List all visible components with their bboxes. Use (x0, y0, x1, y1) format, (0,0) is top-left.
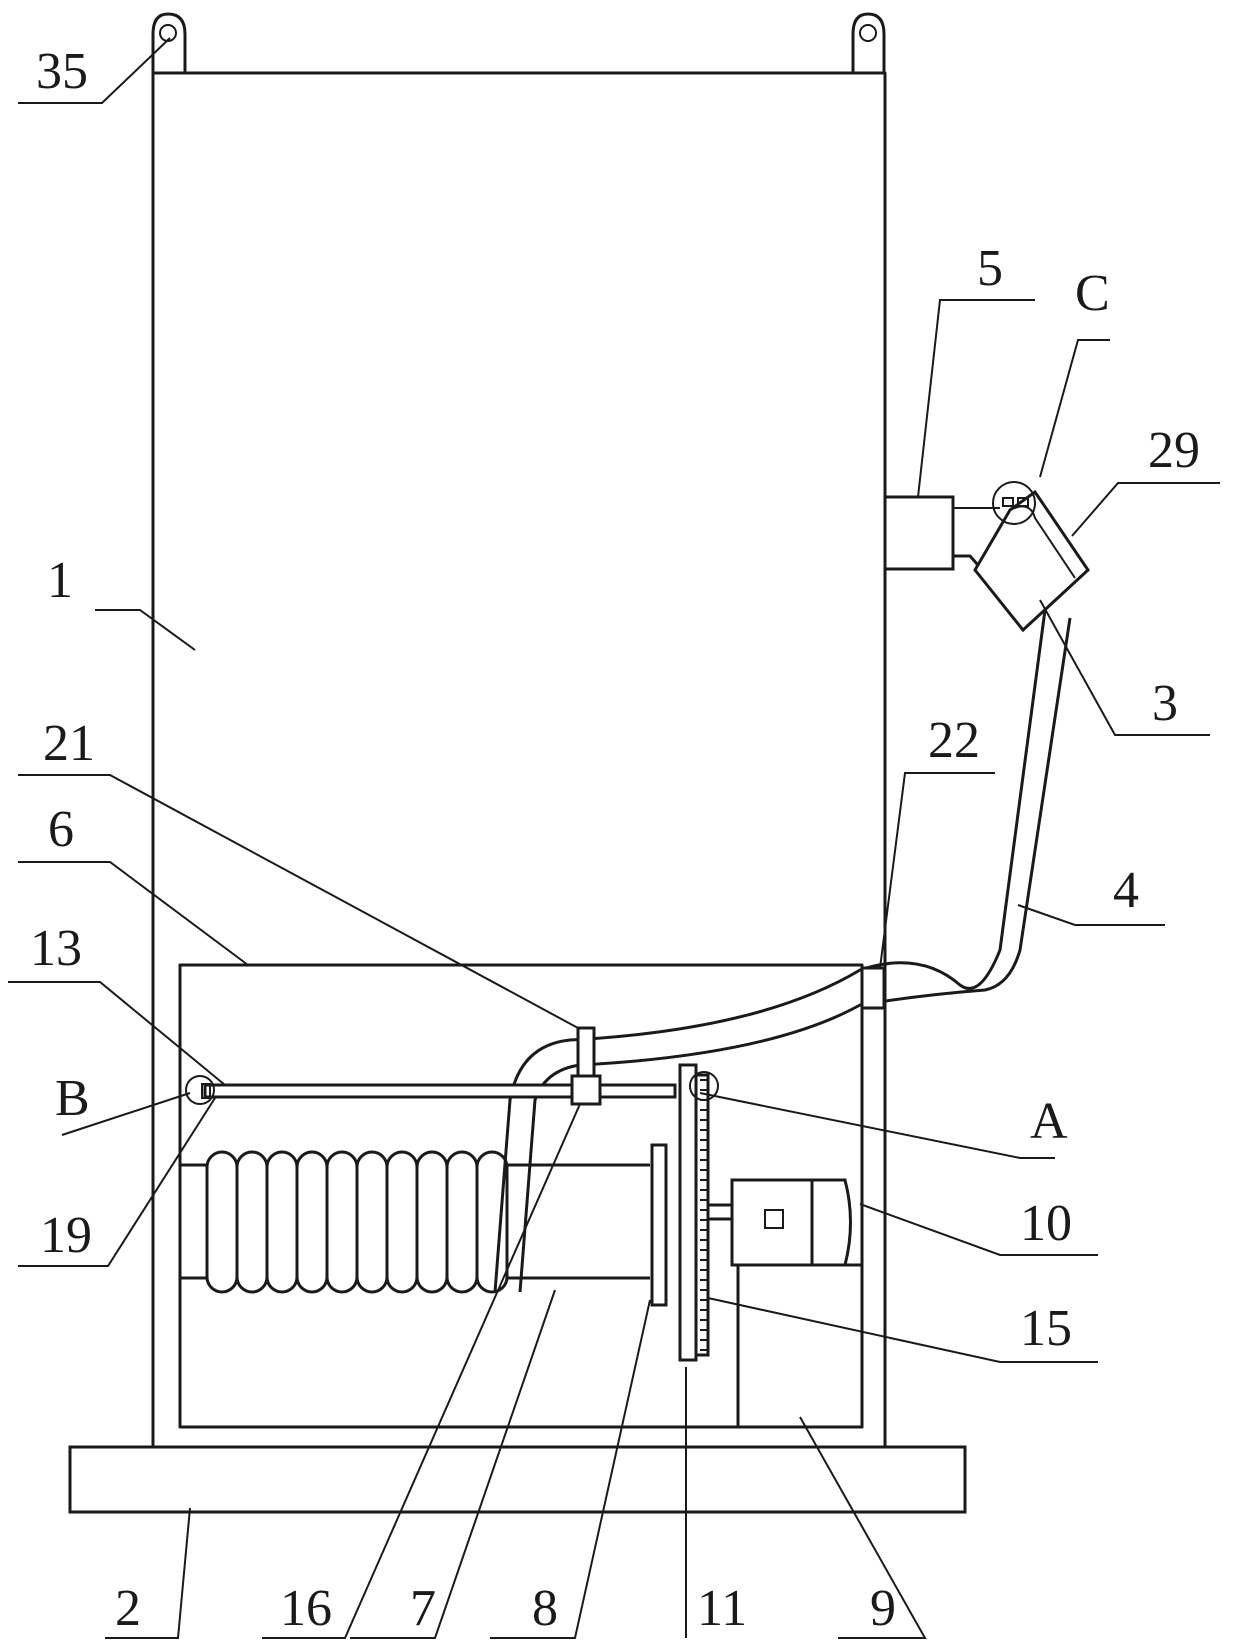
label-A: A (1030, 1093, 1068, 1150)
base-plate (68, 1445, 967, 1514)
slider-block (570, 1074, 602, 1106)
label-15: 15 (1020, 1300, 1072, 1357)
motor (730, 1178, 852, 1267)
lower-box (178, 963, 864, 1429)
label-9: 9 (870, 1580, 896, 1637)
label-7: 7 (410, 1580, 436, 1637)
nozzle-mount (883, 495, 955, 571)
hose-guide (576, 1026, 596, 1078)
lifting-lug-left (151, 12, 187, 73)
motor-shaft (706, 1203, 734, 1221)
label-B: B (55, 1070, 90, 1127)
guide-rail (185, 1075, 677, 1105)
hose-coil (205, 1150, 509, 1294)
label-35: 35 (36, 43, 88, 100)
label-C: C (1075, 265, 1110, 322)
nozzle-head (973, 481, 1090, 633)
label-16: 16 (280, 1580, 332, 1637)
main-cabinet (151, 71, 887, 1449)
label-4: 4 (1113, 862, 1139, 919)
drum-flange (650, 1143, 668, 1307)
motor-support (736, 1263, 864, 1429)
label-8: 8 (532, 1580, 558, 1637)
label-1: 1 (47, 552, 73, 609)
label-3: 3 (1152, 675, 1178, 732)
hose-port (860, 966, 886, 1010)
label-5: 5 (977, 240, 1003, 297)
lifting-lug-right (851, 12, 886, 73)
label-22: 22 (928, 712, 980, 769)
label-19: 19 (40, 1207, 92, 1264)
label-11: 11 (697, 1580, 747, 1637)
reference-labels: 35 5 C 29 1 3 21 22 6 4 13 B A 10 19 15 … (30, 43, 1200, 1637)
label-13: 13 (30, 920, 82, 977)
hose-inner (518, 617, 1072, 1293)
label-6: 6 (48, 801, 74, 858)
leader-lines (8, 37, 1220, 1639)
label-29: 29 (1148, 422, 1200, 479)
hose-outer (493, 609, 1047, 1293)
label-10: 10 (1020, 1195, 1072, 1252)
gear (678, 1063, 719, 1362)
label-21: 21 (43, 715, 95, 772)
label-2: 2 (115, 1580, 141, 1637)
